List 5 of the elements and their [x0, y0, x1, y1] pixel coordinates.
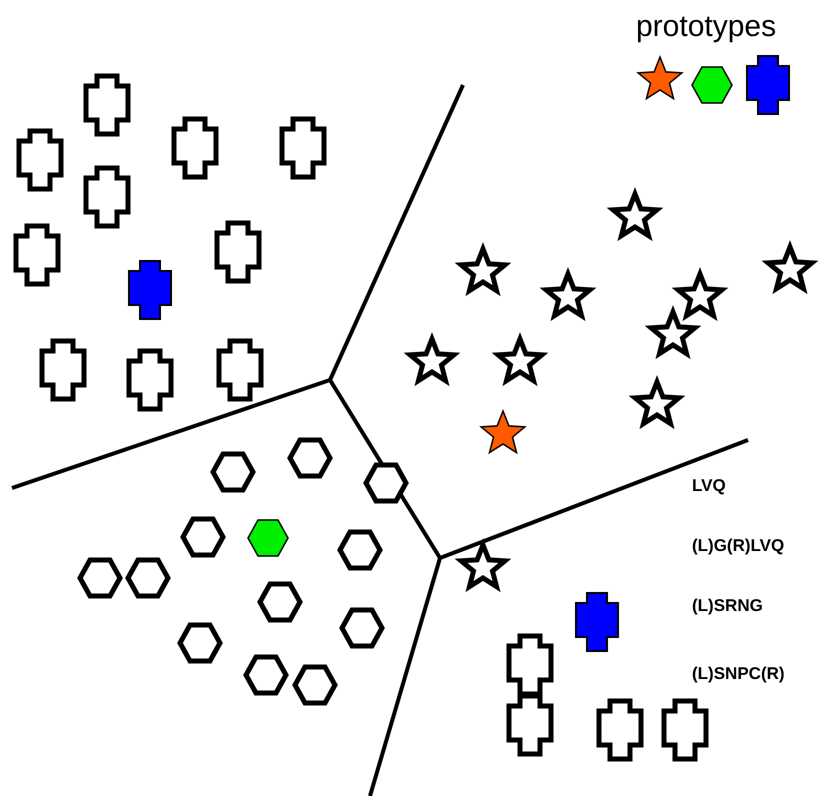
method-label: (L)SNPC(R): [692, 664, 785, 684]
legend-heading: prototypes: [636, 10, 776, 44]
method-label: (L)SRNG: [692, 596, 763, 616]
method-label: (L)G(R)LVQ: [692, 536, 784, 556]
method-label: LVQ: [692, 476, 726, 496]
